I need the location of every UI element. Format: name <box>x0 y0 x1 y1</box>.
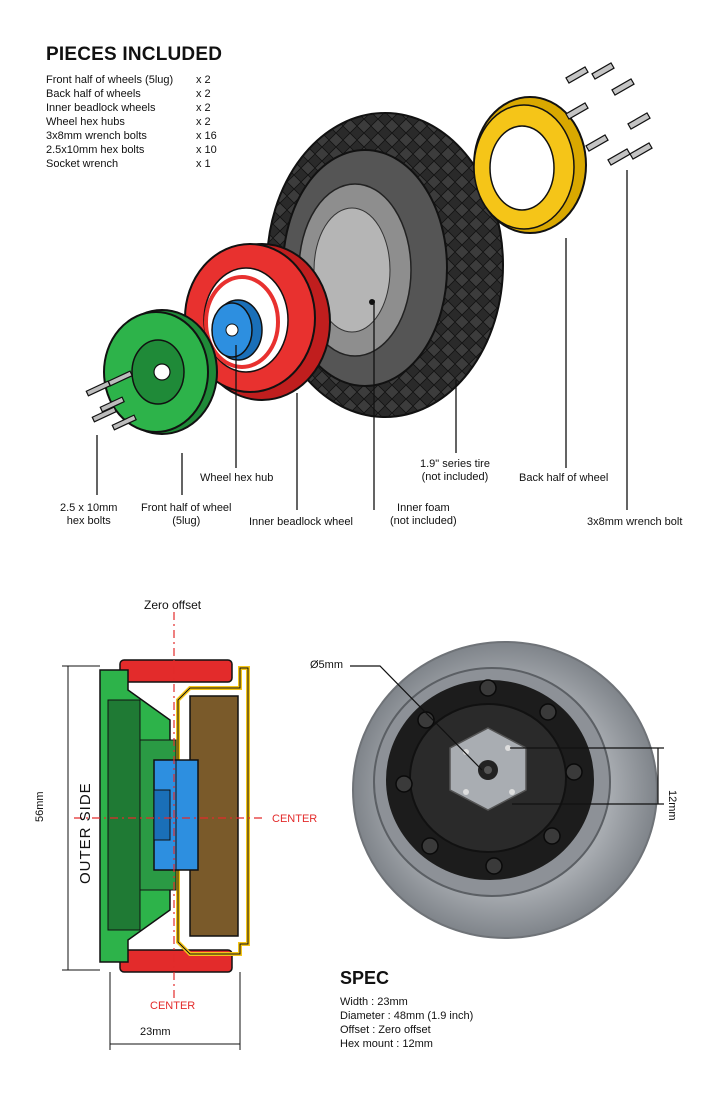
callout-wrench-bolt: 3x8mm wrench bolt <box>587 516 683 528</box>
zero-offset-label: Zero offset <box>144 598 202 612</box>
callout-inner-foam: Inner foam (not included) <box>390 502 457 527</box>
center-label-bottom: CENTER <box>150 1000 196 1012</box>
pieces-item-qty: x 2 <box>196 116 211 128</box>
center-label-right: CENTER <box>272 813 318 825</box>
callout-beadlock: Inner beadlock wheel <box>249 516 353 528</box>
pieces-item-name: Wheel hex hubs <box>46 116 125 128</box>
callout-tire: 1.9" series tire (not included) <box>420 458 490 483</box>
pieces-item-name: Front half of wheels (5lug) <box>46 74 174 86</box>
hole-diameter-label: Ø5mm <box>310 659 343 671</box>
callout-leader-lines <box>96 170 628 510</box>
spec-title: SPEC <box>340 968 390 988</box>
hex-size-label: 12mm <box>666 790 678 821</box>
spec-offset: Offset : Zero offset <box>340 1024 431 1036</box>
callout-front-half: Front half of wheel (5lug) <box>141 502 232 527</box>
pieces-item: Front half of wheels (5lug) x 2 <box>46 74 211 87</box>
pieces-item: Back half of wheels x 2 <box>46 88 211 101</box>
spec-width: Width : 23mm <box>340 996 408 1008</box>
wheel-photo <box>350 641 664 939</box>
pieces-item: Wheel hex hubs x 2 <box>46 116 211 129</box>
back-half-illustration <box>473 96 587 234</box>
pieces-item-name: Inner beadlock wheels <box>46 102 156 114</box>
pieces-item: Socket wrench x 1 <box>46 158 211 171</box>
pieces-item-name: 3x8mm wrench bolts <box>46 130 147 142</box>
callout-hex-bolts: 2.5 x 10mm hex bolts <box>60 502 118 527</box>
outer-side-label: OUTER SIDE <box>77 782 94 884</box>
wrench-bolts-illustration <box>565 62 653 166</box>
pieces-item-name: Back half of wheels <box>46 88 141 100</box>
pieces-item-qty: x 10 <box>196 144 217 156</box>
pieces-item-qty: x 1 <box>196 158 211 170</box>
front-half-illustration <box>103 309 218 435</box>
pieces-item: 3x8mm wrench bolts x 16 <box>46 130 217 143</box>
pieces-item-qty: x 2 <box>196 88 211 100</box>
hub-illustration <box>211 299 263 361</box>
width-dimension-label: 23mm <box>140 1026 171 1038</box>
callout-hex-hub: Wheel hex hub <box>200 472 274 484</box>
pieces-item-qty: x 2 <box>196 102 211 114</box>
pieces-included-title: PIECES INCLUDED <box>46 44 223 65</box>
spec-hex-mount: Hex mount : 12mm <box>340 1038 433 1050</box>
pieces-item: 2.5x10mm hex bolts x 10 <box>46 144 217 157</box>
pieces-item-name: Socket wrench <box>46 158 119 170</box>
pieces-item-qty: x 16 <box>196 130 217 142</box>
spec-diameter: Diameter : 48mm (1.9 inch) <box>340 1010 474 1022</box>
pieces-item-name: 2.5x10mm hex bolts <box>46 144 145 156</box>
hex-bolts-illustration <box>85 370 137 431</box>
pieces-item: Inner beadlock wheels x 2 <box>46 102 211 115</box>
pieces-item-qty: x 2 <box>196 74 211 86</box>
callout-back-half: Back half of wheel <box>519 472 609 484</box>
cross-section-diagram <box>62 612 262 1050</box>
height-dimension-label: 56mm <box>34 791 46 822</box>
